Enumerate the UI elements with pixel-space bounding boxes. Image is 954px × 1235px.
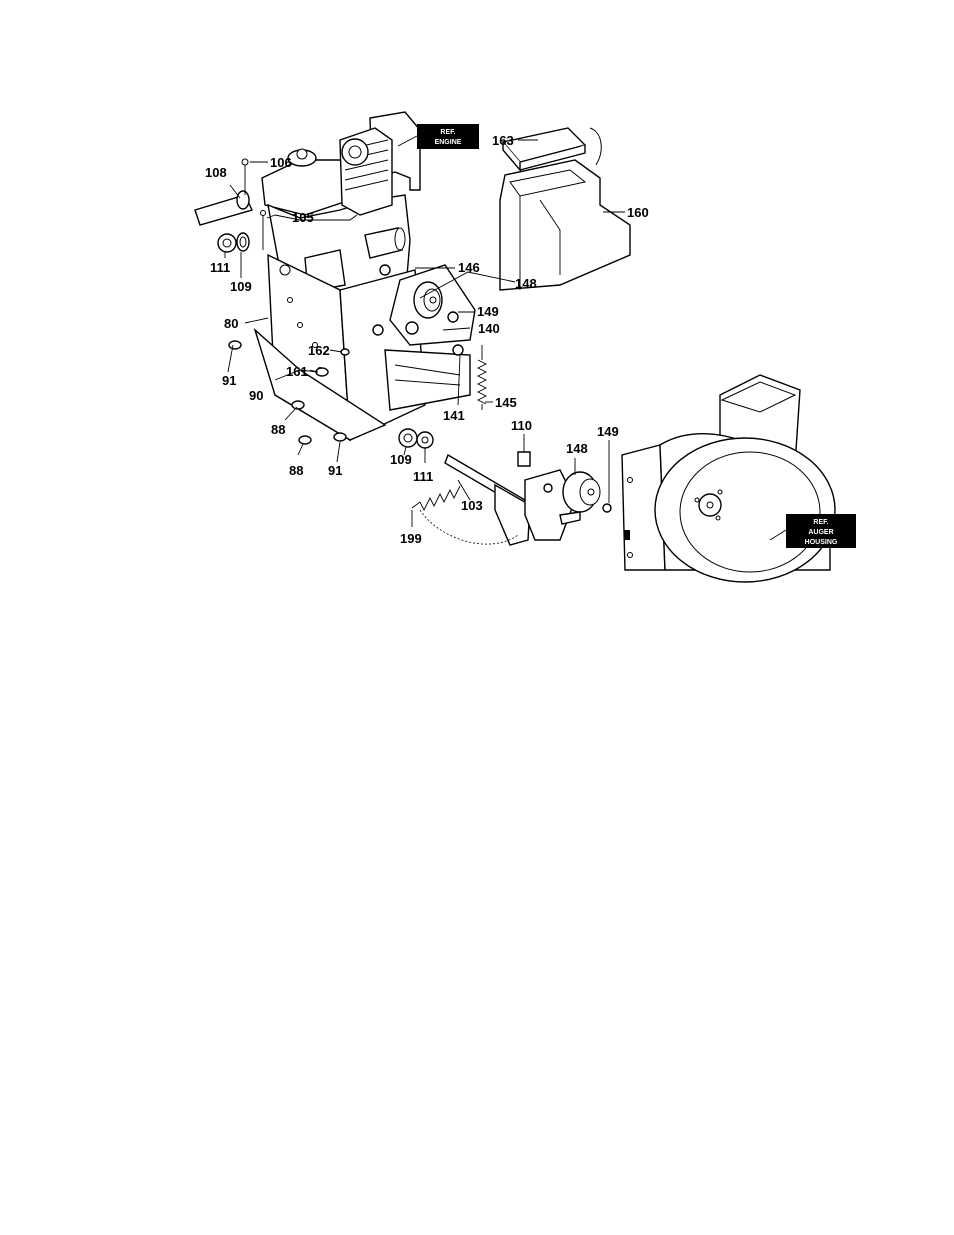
label-163: 163 <box>492 133 514 148</box>
auger-housing-drawing <box>622 375 835 582</box>
label-148-upper: 148 <box>515 276 537 291</box>
label-109-lower: 109 <box>390 452 412 467</box>
label-108: 108 <box>205 165 227 180</box>
label-141: 141 <box>443 408 465 423</box>
label-111-upper: 111 <box>210 260 230 275</box>
label-145: 145 <box>495 395 517 410</box>
label-161: 161 <box>286 364 308 379</box>
svg-text:REF.: REF. <box>813 519 828 526</box>
label-88-lower: 88 <box>289 463 303 478</box>
chute-housing-drawing <box>500 128 630 290</box>
label-146: 146 <box>458 260 480 275</box>
label-140: 140 <box>478 321 500 336</box>
label-103: 103 <box>461 498 483 513</box>
label-111-lower: 111 <box>413 469 433 484</box>
label-80: 80 <box>224 316 238 331</box>
label-106: 106 <box>270 155 292 170</box>
spring-145 <box>478 345 486 410</box>
label-105: 105 <box>292 210 314 225</box>
label-91-lower: 91 <box>328 463 342 478</box>
label-149-upper: 149 <box>477 304 499 319</box>
label-199: 199 <box>400 531 422 546</box>
svg-text:AUGER: AUGER <box>808 529 833 536</box>
label-109-upper: 109 <box>230 279 252 294</box>
lower-idler-assembly <box>412 452 611 545</box>
label-162: 162 <box>308 343 330 358</box>
svg-text:HOUSING: HOUSING <box>805 539 838 546</box>
label-110: 110 <box>511 418 532 433</box>
label-91-left: 91 <box>222 373 236 388</box>
label-90: 90 <box>249 388 263 403</box>
label-149-lower: 149 <box>597 424 619 439</box>
svg-text:ENGINE: ENGINE <box>435 139 462 146</box>
label-148-lower: 148 <box>566 441 588 456</box>
label-160: 160 <box>627 205 649 220</box>
svg-text:REF.: REF. <box>440 129 455 136</box>
label-88-upper: 88 <box>271 422 285 437</box>
